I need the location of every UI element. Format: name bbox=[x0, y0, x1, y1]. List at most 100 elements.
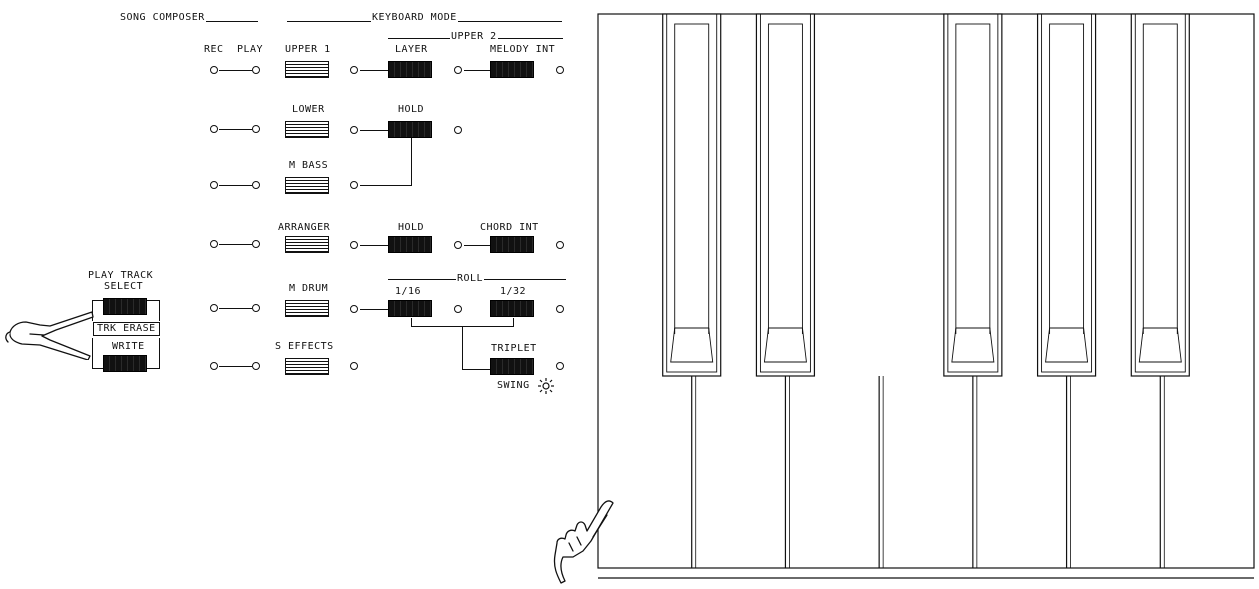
upper1-rec-play bbox=[210, 66, 262, 76]
lower-play-led bbox=[252, 125, 260, 133]
key-black-3[interactable] bbox=[943, 13, 1003, 377]
key-black-3-inner[interactable] bbox=[947, 13, 999, 373]
hold-mbass-horizontal bbox=[360, 185, 412, 186]
layer-led bbox=[454, 66, 462, 74]
melody-int-button[interactable] bbox=[490, 61, 534, 78]
pointing-hand-icon bbox=[553, 500, 614, 584]
lower-hold-button[interactable] bbox=[388, 121, 432, 138]
upper1-led bbox=[350, 66, 358, 74]
mdrum-rec-led bbox=[210, 304, 218, 312]
layer-button[interactable] bbox=[388, 61, 432, 78]
chord-int-led bbox=[556, 241, 564, 249]
upper1-layer-link bbox=[360, 70, 388, 71]
upper1-label: UPPER 1 bbox=[285, 44, 331, 55]
layer-melody-link bbox=[464, 70, 490, 71]
effects-led bbox=[350, 362, 358, 370]
key-black-2[interactable] bbox=[755, 13, 816, 377]
roll-16-label: 1/16 bbox=[395, 286, 422, 297]
hold-chord-link bbox=[464, 245, 490, 246]
arranger-rec-play-link bbox=[219, 244, 252, 245]
roll-32-button[interactable] bbox=[490, 300, 534, 317]
mbass-rec-play bbox=[210, 181, 262, 191]
mbass-rec-play-link bbox=[219, 185, 252, 186]
upper1-rec-led bbox=[210, 66, 218, 74]
layer-label: LAYER bbox=[395, 44, 428, 55]
key-black-4-inner[interactable] bbox=[1041, 13, 1093, 373]
arranger-hold-button[interactable] bbox=[388, 236, 432, 253]
rec-column-label: REC bbox=[204, 44, 224, 55]
key-black-4[interactable] bbox=[1036, 13, 1097, 377]
roll-32-drop bbox=[513, 318, 514, 326]
effects-button[interactable] bbox=[285, 358, 329, 375]
effects-rec-play-link bbox=[219, 366, 252, 367]
roll-heading: ROLL bbox=[456, 273, 485, 284]
song-composer-heading: SONG COMPOSER bbox=[119, 12, 206, 23]
upper1-button[interactable] bbox=[285, 61, 329, 78]
lower-rec-led bbox=[210, 125, 218, 133]
key-black-5-bevel[interactable] bbox=[1138, 327, 1182, 363]
trk-erase-label[interactable]: TRK ERASE bbox=[93, 322, 160, 336]
play-track-label: PLAY TRACK bbox=[88, 270, 154, 281]
key-black-5-inner[interactable] bbox=[1134, 13, 1186, 373]
roll-32-label: 1/32 bbox=[500, 286, 527, 297]
lower-hold-led bbox=[454, 126, 462, 134]
key-black-2-bevel[interactable] bbox=[763, 327, 807, 363]
upper1-rec-play-link bbox=[219, 70, 252, 71]
lower-button[interactable] bbox=[285, 121, 329, 138]
key-black-5[interactable] bbox=[1130, 13, 1190, 377]
lower-hold-label: HOLD bbox=[398, 104, 425, 115]
mdrum-rec-play-link bbox=[219, 308, 252, 309]
lower-hold-link bbox=[360, 130, 388, 131]
mbass-button[interactable] bbox=[285, 177, 329, 194]
lower-rec-play bbox=[210, 125, 262, 135]
keyboard-mode-heading: KEYBOARD MODE bbox=[371, 12, 458, 23]
arranger-rec-play bbox=[210, 240, 262, 250]
roll-triplet-drop bbox=[462, 326, 463, 369]
roll-16-button[interactable] bbox=[388, 300, 432, 317]
arranger-label: ARRANGER bbox=[278, 222, 331, 233]
roll-16-drop bbox=[411, 318, 412, 326]
write-button[interactable] bbox=[103, 355, 147, 372]
swing-label: SWING bbox=[497, 380, 530, 391]
write-label: WRITE bbox=[112, 341, 145, 352]
select-label: SELECT bbox=[104, 281, 144, 292]
mbass-led bbox=[350, 181, 358, 189]
arranger-hold-label: HOLD bbox=[398, 222, 425, 233]
roll-32-led bbox=[556, 305, 564, 313]
effects-rec-led bbox=[210, 362, 218, 370]
triplet-label: TRIPLET bbox=[491, 343, 537, 354]
key-black-3-bevel[interactable] bbox=[951, 327, 995, 363]
chord-int-label: CHORD INT bbox=[480, 222, 539, 233]
hold-mbass-vertical bbox=[411, 138, 412, 185]
mdrum-button[interactable] bbox=[285, 300, 329, 317]
key-black-1-bevel[interactable] bbox=[670, 327, 714, 363]
arranger-hold-link bbox=[360, 245, 388, 246]
key-black-4-bevel[interactable] bbox=[1045, 327, 1089, 363]
triplet-button[interactable] bbox=[490, 358, 534, 375]
play-column-label: PLAY bbox=[237, 44, 264, 55]
two-finger-hand-icon bbox=[5, 311, 94, 360]
effects-play-led bbox=[252, 362, 260, 370]
effects-rec-play bbox=[210, 362, 262, 372]
chord-int-button[interactable] bbox=[490, 236, 534, 253]
arranger-button[interactable] bbox=[285, 236, 329, 253]
key-black-2-inner[interactable] bbox=[759, 13, 811, 373]
mdrum-label: M DRUM bbox=[289, 283, 329, 294]
select-button[interactable] bbox=[103, 298, 147, 315]
arranger-play-led bbox=[252, 240, 260, 248]
key-black-1-inner[interactable] bbox=[666, 13, 718, 373]
roll-16-led bbox=[454, 305, 462, 313]
arranger-hold-led bbox=[454, 241, 462, 249]
melody-int-led bbox=[556, 66, 564, 74]
mbass-label: M BASS bbox=[289, 160, 329, 171]
lower-rec-play-link bbox=[219, 129, 252, 130]
mdrum-rec-play bbox=[210, 304, 262, 314]
key-black-1[interactable] bbox=[662, 13, 722, 377]
roll-triplet-link bbox=[462, 369, 490, 370]
mdrum-play-led bbox=[252, 304, 260, 312]
mbass-rec-led bbox=[210, 181, 218, 189]
melody-int-label: MELODY INT bbox=[490, 44, 556, 55]
lower-led bbox=[350, 126, 358, 134]
